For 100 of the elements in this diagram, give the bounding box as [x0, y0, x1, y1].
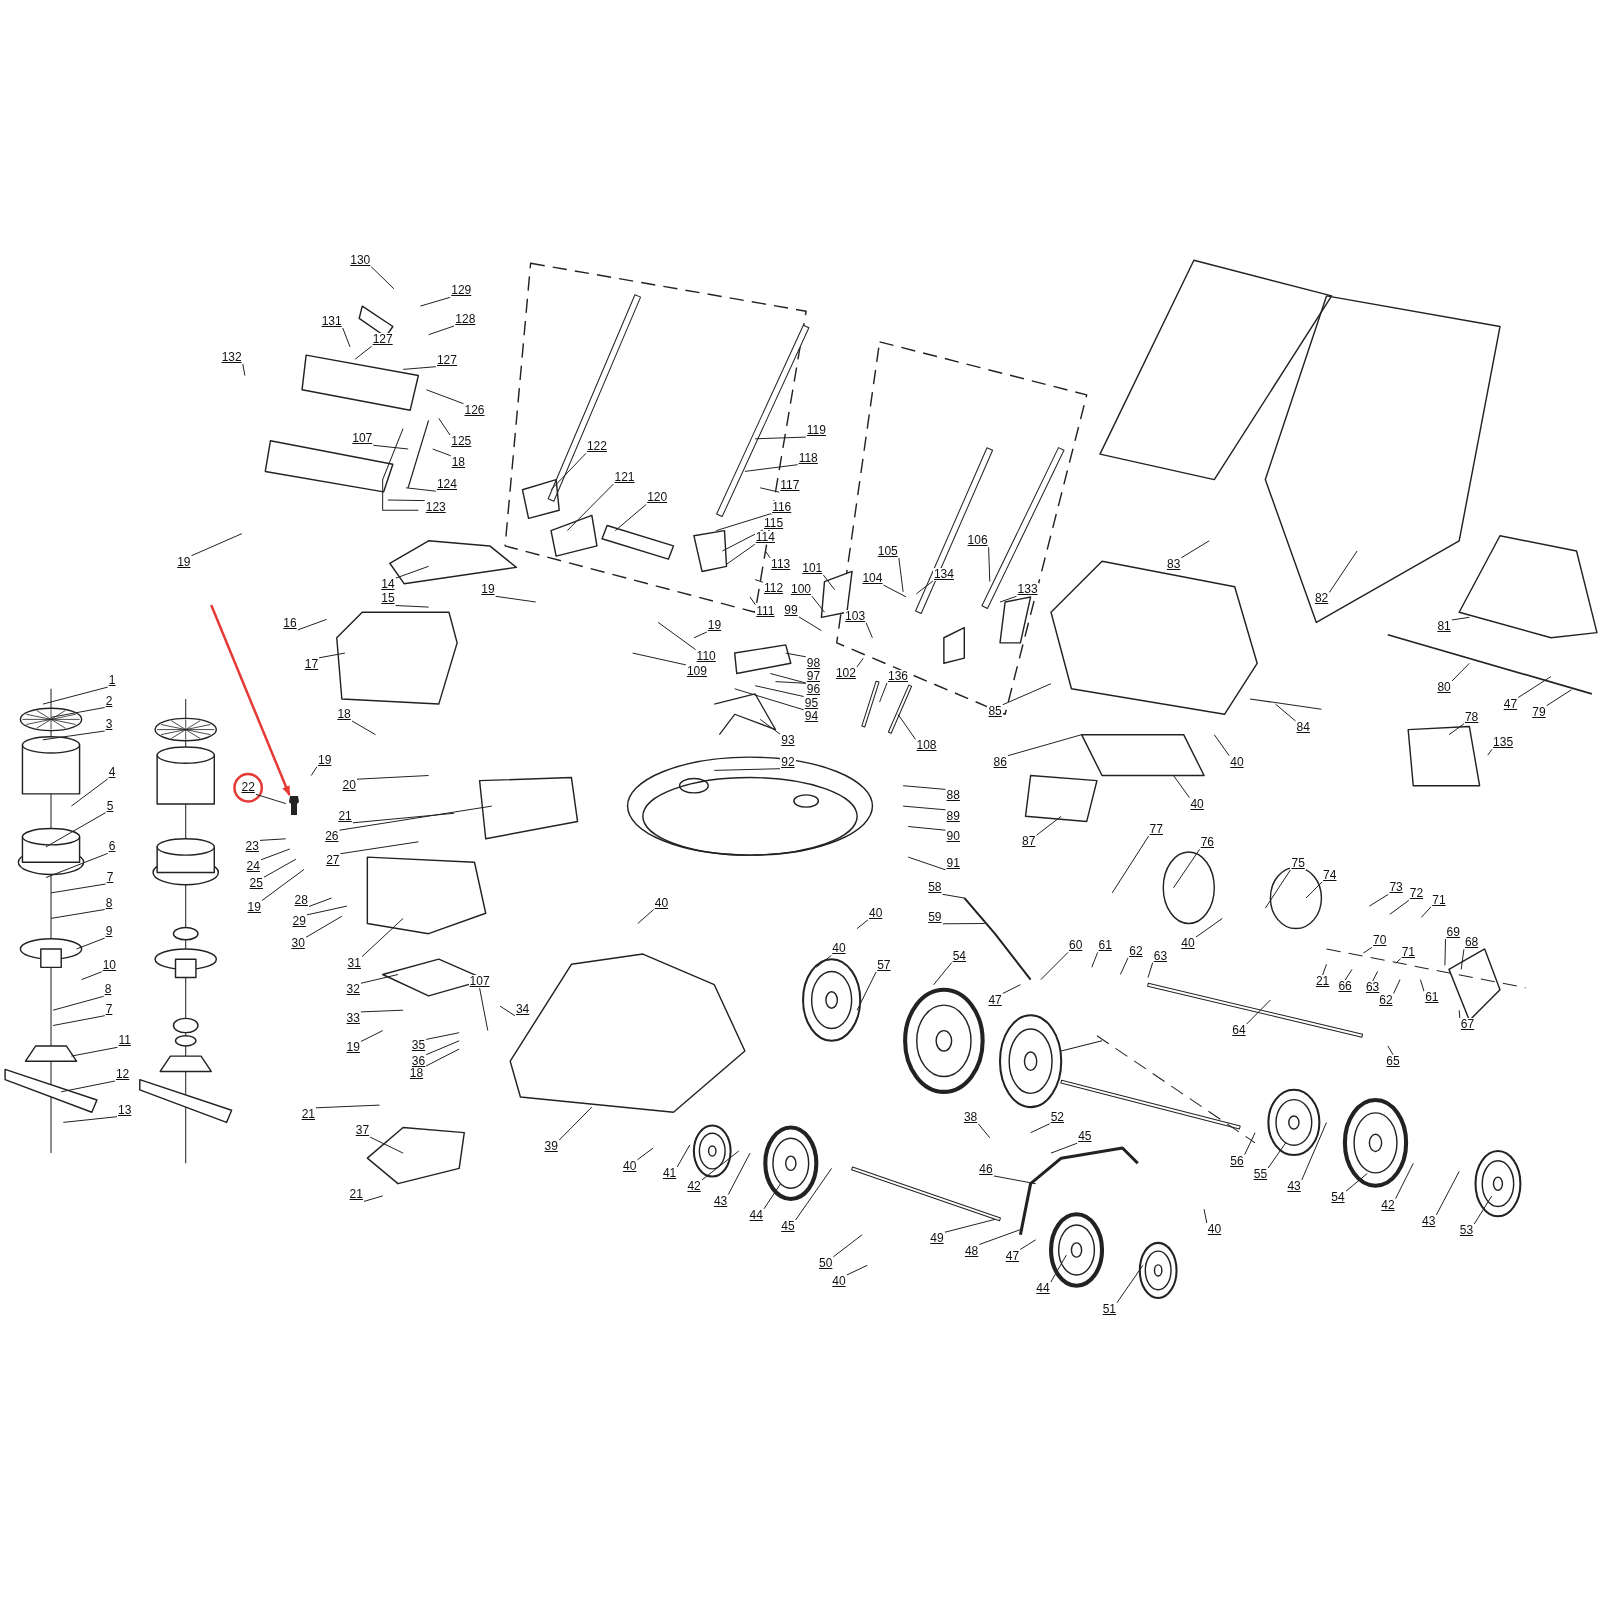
callout-number: 109: [685, 664, 708, 678]
leader-line: [942, 923, 986, 925]
leader-line: [1264, 869, 1291, 909]
callout-number: 107: [468, 975, 491, 989]
callout-number: 21: [348, 1188, 364, 1202]
leader-line: [1116, 1264, 1144, 1304]
callout-number: 130: [349, 253, 372, 267]
callout-number: 23: [244, 840, 260, 854]
callout-number: 62: [1128, 944, 1144, 958]
callout-number: 57: [876, 958, 892, 972]
callout-number: 49: [929, 1232, 945, 1246]
leader-line: [1019, 1239, 1037, 1251]
callout-number: 70: [1372, 934, 1388, 948]
callout-number: 62: [1378, 993, 1394, 1007]
callout-number: 13: [117, 1103, 133, 1117]
leader-line: [898, 557, 904, 593]
leader-line: [52, 1015, 106, 1026]
callout-number: 46: [978, 1162, 994, 1176]
callout-number: 135: [1492, 736, 1515, 750]
leader-line: [425, 1032, 460, 1040]
leader-line: [1395, 958, 1402, 964]
callout-number: 48: [963, 1244, 980, 1258]
leader-line: [763, 1183, 782, 1210]
callout-number: 21: [300, 1107, 316, 1121]
leader-line: [45, 812, 107, 848]
leader-line: [1322, 963, 1327, 976]
callout-number: 115: [762, 516, 785, 530]
callout-number: 102: [834, 666, 857, 680]
callout-number: 56: [1229, 1154, 1245, 1168]
callout-number: 41: [661, 1166, 678, 1180]
leader-line: [942, 893, 965, 899]
leader-line: [1267, 1142, 1287, 1169]
callout-number: 50: [818, 1256, 834, 1270]
leader-line: [726, 543, 756, 565]
callout-number: 52: [1049, 1110, 1065, 1124]
callout-number: 93: [780, 734, 796, 748]
leader-line: [1244, 1132, 1256, 1156]
callout-number: 10: [101, 958, 118, 972]
callout-number: 112: [762, 582, 785, 596]
callout-number: 22: [240, 781, 256, 795]
leader-line: [856, 971, 877, 1011]
callout-number: 6: [107, 840, 117, 854]
arrow: [210, 604, 291, 796]
leader-line: [715, 513, 772, 532]
leader-line: [1393, 979, 1401, 994]
leader-line: [370, 266, 395, 290]
leader-line: [754, 579, 764, 583]
callout-number: 81: [1436, 620, 1452, 633]
leader-line: [693, 631, 708, 639]
callout-number: 124: [435, 478, 458, 492]
callout-number: 120: [646, 491, 669, 505]
leader-line: [978, 1229, 1021, 1245]
leader-line: [191, 533, 243, 557]
leader-line: [832, 1234, 863, 1258]
leader-line: [352, 812, 455, 824]
leader-line: [306, 905, 348, 916]
leader-line: [50, 909, 106, 919]
leader-line: [1444, 938, 1446, 966]
callout-number: 43: [1286, 1180, 1302, 1194]
callout-number: 127: [371, 333, 394, 347]
leader-line: [62, 1116, 118, 1123]
callout-number: 128: [454, 312, 477, 326]
leader-line: [558, 1106, 593, 1141]
callout-number: 73: [1388, 881, 1404, 895]
callout-number: 111: [755, 604, 776, 618]
callout-number: 1: [107, 674, 117, 688]
callout-number: 63: [1152, 949, 1169, 963]
callout-number: 18: [450, 455, 466, 469]
callout-number: 92: [780, 755, 796, 769]
leader-line: [1517, 676, 1552, 699]
leader-line: [977, 1123, 991, 1139]
callout-number: 105: [876, 544, 899, 558]
callout-number: 110: [695, 649, 717, 663]
callout-number: 82: [1313, 592, 1330, 606]
leader-line: [315, 1104, 381, 1109]
leader-line: [879, 682, 888, 703]
callout-number: 40: [1206, 1223, 1223, 1237]
callout-number: 28: [293, 893, 309, 907]
callout-number: 47: [1004, 1249, 1021, 1263]
leader-line: [614, 504, 647, 532]
callout-number: 88: [945, 789, 961, 803]
leader-line: [785, 652, 807, 658]
callout-number: 19: [246, 900, 262, 914]
leader-line: [769, 673, 807, 684]
leader-line: [351, 720, 376, 736]
callout-number: 131: [320, 314, 343, 328]
callout-number: 104: [861, 572, 884, 586]
leader-line: [499, 1005, 516, 1017]
leader-line: [999, 595, 1017, 603]
callout-number: 136: [886, 670, 909, 683]
leader-line: [260, 848, 291, 861]
leader-line: [1473, 1195, 1493, 1225]
leader-line: [1030, 1123, 1051, 1134]
callout-number: 78: [1463, 710, 1480, 724]
callout-number: 40: [1189, 797, 1205, 811]
callout-number: 97: [805, 670, 822, 683]
leader-line: [1002, 683, 1052, 706]
leader-line: [339, 805, 493, 831]
leader-line: [883, 584, 907, 598]
leader-line: [856, 657, 864, 668]
